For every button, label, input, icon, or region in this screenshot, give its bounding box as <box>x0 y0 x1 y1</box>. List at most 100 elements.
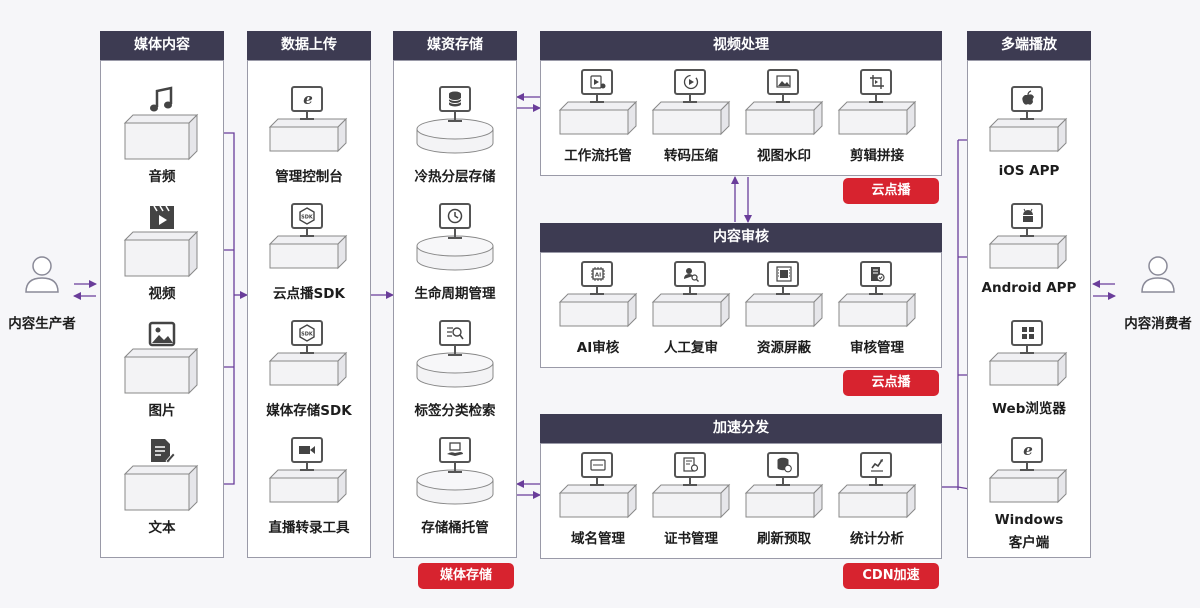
content-review-title: 内容审核 <box>540 223 942 252</box>
accel-item-label: 证书管理 <box>664 531 718 547</box>
person-search-icon <box>684 268 699 282</box>
image-watermark-icon <box>776 75 791 88</box>
video-processing-title: 视频处理 <box>540 31 942 60</box>
upload-item-label: 直播转录工具 <box>268 520 350 536</box>
media-storage-title: 媒资存储 <box>393 31 517 60</box>
box-shape <box>123 464 199 512</box>
video-item-label: 视图水印 <box>757 148 811 164</box>
monitor-box <box>988 320 1068 387</box>
storage-item-label: 生命周期管理 <box>414 286 496 302</box>
play-item-label: Web浏览器 <box>992 401 1066 417</box>
play-item-label: Windows <box>994 512 1064 528</box>
play-item-label: iOS APP <box>998 163 1060 179</box>
crop-icon <box>870 75 884 89</box>
upload-item-label: 管理控制台 <box>275 169 343 185</box>
review-item-label: 审核管理 <box>850 340 904 356</box>
review-item-block: 资源屏蔽 <box>734 260 834 360</box>
video-processing-tag: 云点播 <box>843 178 939 204</box>
apple-icon <box>1022 90 1034 105</box>
svg-text:SDK: SDK <box>301 332 314 338</box>
sdk-icon: SDK <box>299 207 315 225</box>
ai-chip-icon: AI <box>591 267 605 281</box>
windows-icon <box>1022 327 1034 339</box>
play-item-web: Web浏览器 <box>967 319 1091 429</box>
storage-item-bucket: 存储桶托管 <box>393 436 517 546</box>
video-item-transcode: 转码压缩 <box>641 68 741 168</box>
video-item-editing: 剪辑拼接 <box>827 68 927 168</box>
stats-chart-icon <box>871 459 883 472</box>
media-item-audio: 音频 <box>100 85 224 195</box>
monitor-box <box>268 320 348 387</box>
document-edit-icon <box>151 439 176 464</box>
sdk-icon: SDK <box>299 324 315 342</box>
play-item-windows: e Windows 客户端 <box>967 436 1091 554</box>
review-item-management: 审核管理 <box>827 260 927 360</box>
svg-text:SDK: SDK <box>301 215 314 221</box>
image-icon <box>148 321 176 347</box>
box-shape <box>123 347 199 395</box>
accel-item-certificate: 证书管理 <box>641 451 741 551</box>
data-upload-title: 数据上传 <box>247 31 371 60</box>
review-item-label: 资源屏蔽 <box>757 340 811 356</box>
multi-playback-title: 多端播放 <box>967 31 1091 60</box>
video-item-label: 剪辑拼接 <box>850 148 904 164</box>
svg-text:e: e <box>1023 441 1033 459</box>
monitor-box <box>268 86 348 153</box>
accel-item-label: 域名管理 <box>571 531 625 547</box>
video-item-label: 转码压缩 <box>664 148 718 164</box>
review-item-label: 人工复审 <box>664 340 718 356</box>
media-item-label: 视频 <box>148 286 176 302</box>
android-icon <box>1023 208 1033 222</box>
clock-icon <box>447 208 463 224</box>
person-icon <box>1141 256 1175 293</box>
content-review-tag: 云点播 <box>843 370 939 396</box>
camera-icon <box>299 446 315 454</box>
media-item-text: 文本 <box>100 436 224 546</box>
workflow-icon <box>590 75 606 89</box>
upload-item-live-tool: 直播转录工具 <box>247 436 371 546</box>
disk-monitor <box>416 437 494 505</box>
database-icon <box>448 91 462 107</box>
content-consumer: 内容消费者 <box>1116 254 1200 334</box>
ie-browser-icon: e <box>303 90 313 108</box>
svg-text:e: e <box>303 90 313 108</box>
box-shape <box>123 113 199 161</box>
monitor-box <box>558 261 638 328</box>
media-item-label: 音频 <box>148 169 176 185</box>
accel-item-label: 刷新预取 <box>757 531 811 547</box>
music-note-icon <box>150 86 173 112</box>
consumer-label: 内容消费者 <box>1124 316 1192 332</box>
svg-text:AI: AI <box>595 273 601 279</box>
review-item-manual: 人工复审 <box>641 260 741 360</box>
upload-item-label: 云点播SDK <box>273 286 345 302</box>
storage-item-lifecycle: 生命周期管理 <box>393 202 517 312</box>
media-storage-tag: 媒体存储 <box>418 563 514 589</box>
refresh-db-icon <box>777 457 792 473</box>
media-item-video: 视频 <box>100 202 224 312</box>
media-item-label: 图片 <box>148 403 176 419</box>
ie-browser-icon: e <box>1023 441 1033 459</box>
upload-item-label: 媒体存储SDK <box>266 403 352 419</box>
monitor-box <box>268 437 348 504</box>
storage-item-tiered: 冷热分层存储 <box>393 85 517 195</box>
storage-item-label: 冷热分层存储 <box>414 169 496 185</box>
upload-item-vod-sdk: SDK 云点播SDK <box>247 202 371 312</box>
monitor-box <box>651 452 731 519</box>
play-item-label-line2: 客户端 <box>1008 535 1050 551</box>
film-block-icon <box>776 266 792 282</box>
accel-item-stats: 统计分析 <box>827 451 927 551</box>
video-item-workflow: 工作流托管 <box>548 68 648 168</box>
list-search-icon <box>447 327 464 340</box>
accel-item-domain: 域名管理 <box>548 451 648 551</box>
upload-item-console: e 管理控制台 <box>247 85 371 195</box>
media-item-image: 图片 <box>100 319 224 429</box>
box-shape <box>123 230 199 278</box>
monitor-box <box>837 452 917 519</box>
storage-item-label: 存储桶托管 <box>421 520 489 536</box>
play-item-label: Android APP <box>981 280 1077 296</box>
person-icon <box>25 256 59 293</box>
review-item-label: AI审核 <box>576 340 620 356</box>
storage-item-tag-search: 标签分类检索 <box>393 319 517 429</box>
disk-monitor <box>416 86 494 154</box>
clapperboard-icon <box>150 205 174 229</box>
